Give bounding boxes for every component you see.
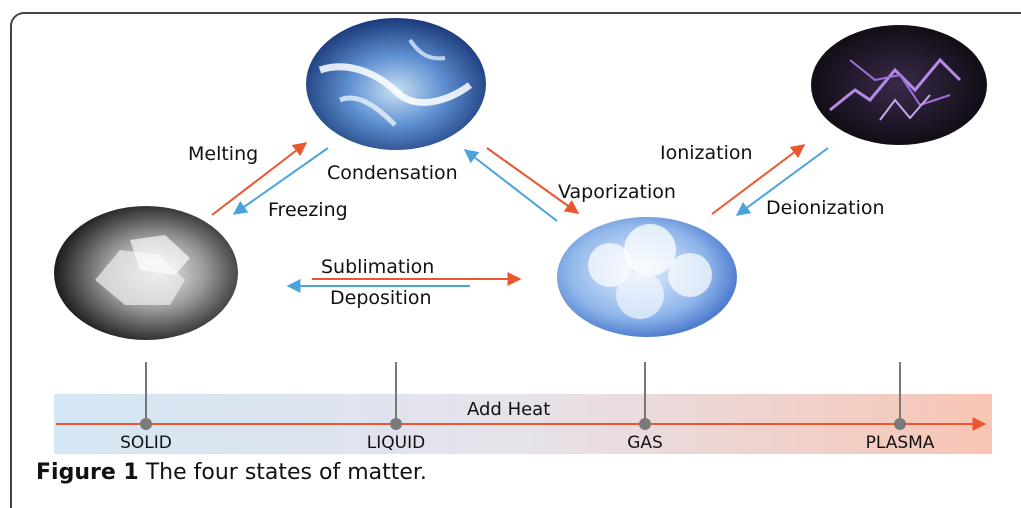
condensation-label: Condensation	[327, 162, 458, 184]
figure-frame	[10, 12, 1021, 508]
gas-image	[557, 217, 737, 337]
vaporization-label: Vaporization	[558, 181, 676, 203]
melting-arrow	[211, 142, 308, 216]
deionization-arrow	[735, 147, 829, 216]
ionization-label: Ionization	[660, 142, 753, 164]
figure-number: Figure 1	[36, 460, 139, 485]
solid-image	[54, 206, 238, 340]
solid-marker	[140, 362, 152, 430]
liquid-marker	[390, 362, 402, 430]
ionization-arrow	[711, 144, 806, 215]
plasma-label: PLASMA	[866, 433, 935, 453]
heat-bar-label: Add Heat	[467, 399, 550, 420]
plasma-marker	[894, 362, 906, 430]
plasma-image	[811, 25, 987, 145]
deposition-label: Deposition	[330, 287, 432, 309]
vaporization-arrow	[486, 147, 580, 214]
sublimation-label: Sublimation	[321, 256, 434, 278]
freezing-arrow	[232, 147, 329, 215]
figure-caption: Figure 1 The four states of matter.	[36, 460, 427, 485]
gas-marker	[639, 362, 651, 430]
freezing-label: Freezing	[268, 199, 348, 221]
liquid-image	[306, 18, 486, 150]
solid-label: SOLID	[120, 433, 172, 453]
liquid-label: LIQUID	[367, 433, 425, 453]
melting-label: Melting	[188, 143, 258, 165]
figure-caption-text: The four states of matter.	[145, 460, 427, 485]
gas-label: GAS	[627, 433, 663, 453]
deionization-label: Deionization	[766, 197, 885, 219]
condensation-arrow	[463, 149, 558, 222]
